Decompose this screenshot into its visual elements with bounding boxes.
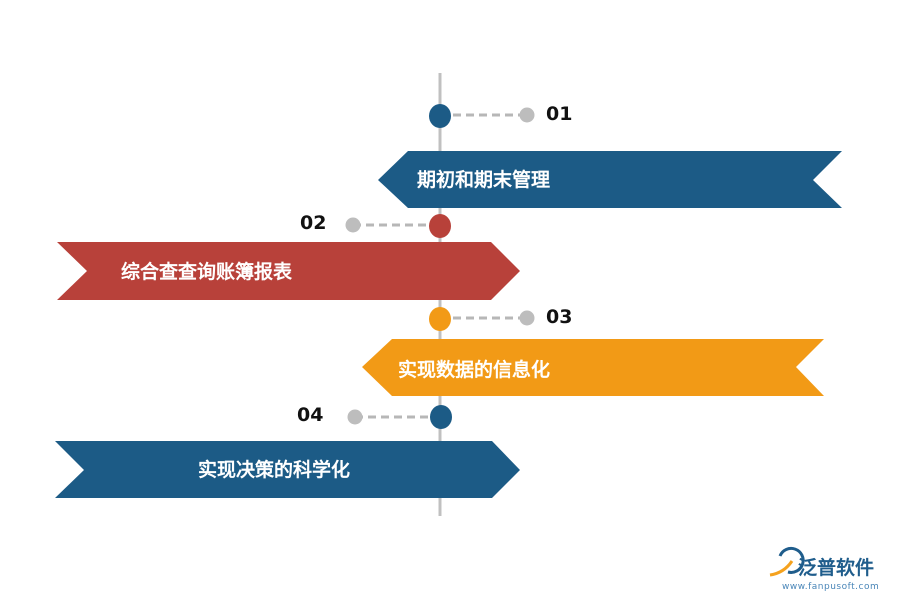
step-1-end-dot xyxy=(519,107,535,123)
step-1-banner xyxy=(378,151,842,208)
step-4-banner xyxy=(55,441,520,498)
step-3-label: 实现数据的信息化 xyxy=(398,358,550,381)
step-2-node xyxy=(429,214,451,238)
step-4-node xyxy=(430,405,452,429)
step-3: 03 实现数据的信息化 xyxy=(362,306,824,396)
fanpu-logo: 泛普软件 www.fanpusoft.com xyxy=(769,546,879,592)
step-1-number: 01 xyxy=(546,103,572,125)
step-2-label: 综合查查询账簿报表 xyxy=(121,260,293,283)
step-3-node xyxy=(429,307,451,331)
step-4-label: 实现决策的科学化 xyxy=(198,458,350,481)
step-3-number: 03 xyxy=(546,306,572,328)
step-3-banner xyxy=(362,339,824,396)
step-1-node xyxy=(429,104,451,128)
step-2: 02 综合查查询账簿报表 xyxy=(57,212,520,300)
step-2-banner xyxy=(57,242,520,300)
logo-url: www.fanpusoft.com xyxy=(782,582,879,592)
step-4: 04 实现决策的科学化 xyxy=(55,404,520,498)
logo-name: 泛普软件 xyxy=(798,556,874,579)
step-4-number: 04 xyxy=(297,404,323,426)
step-1-label: 期初和期末管理 xyxy=(417,168,550,191)
step-4-end-dot xyxy=(347,409,363,425)
step-2-end-dot xyxy=(345,217,361,233)
step-2-number: 02 xyxy=(300,212,326,234)
step-1: 01 期初和期末管理 xyxy=(378,103,842,208)
fanpu-logo-icon xyxy=(769,546,805,577)
step-3-end-dot xyxy=(519,310,535,326)
